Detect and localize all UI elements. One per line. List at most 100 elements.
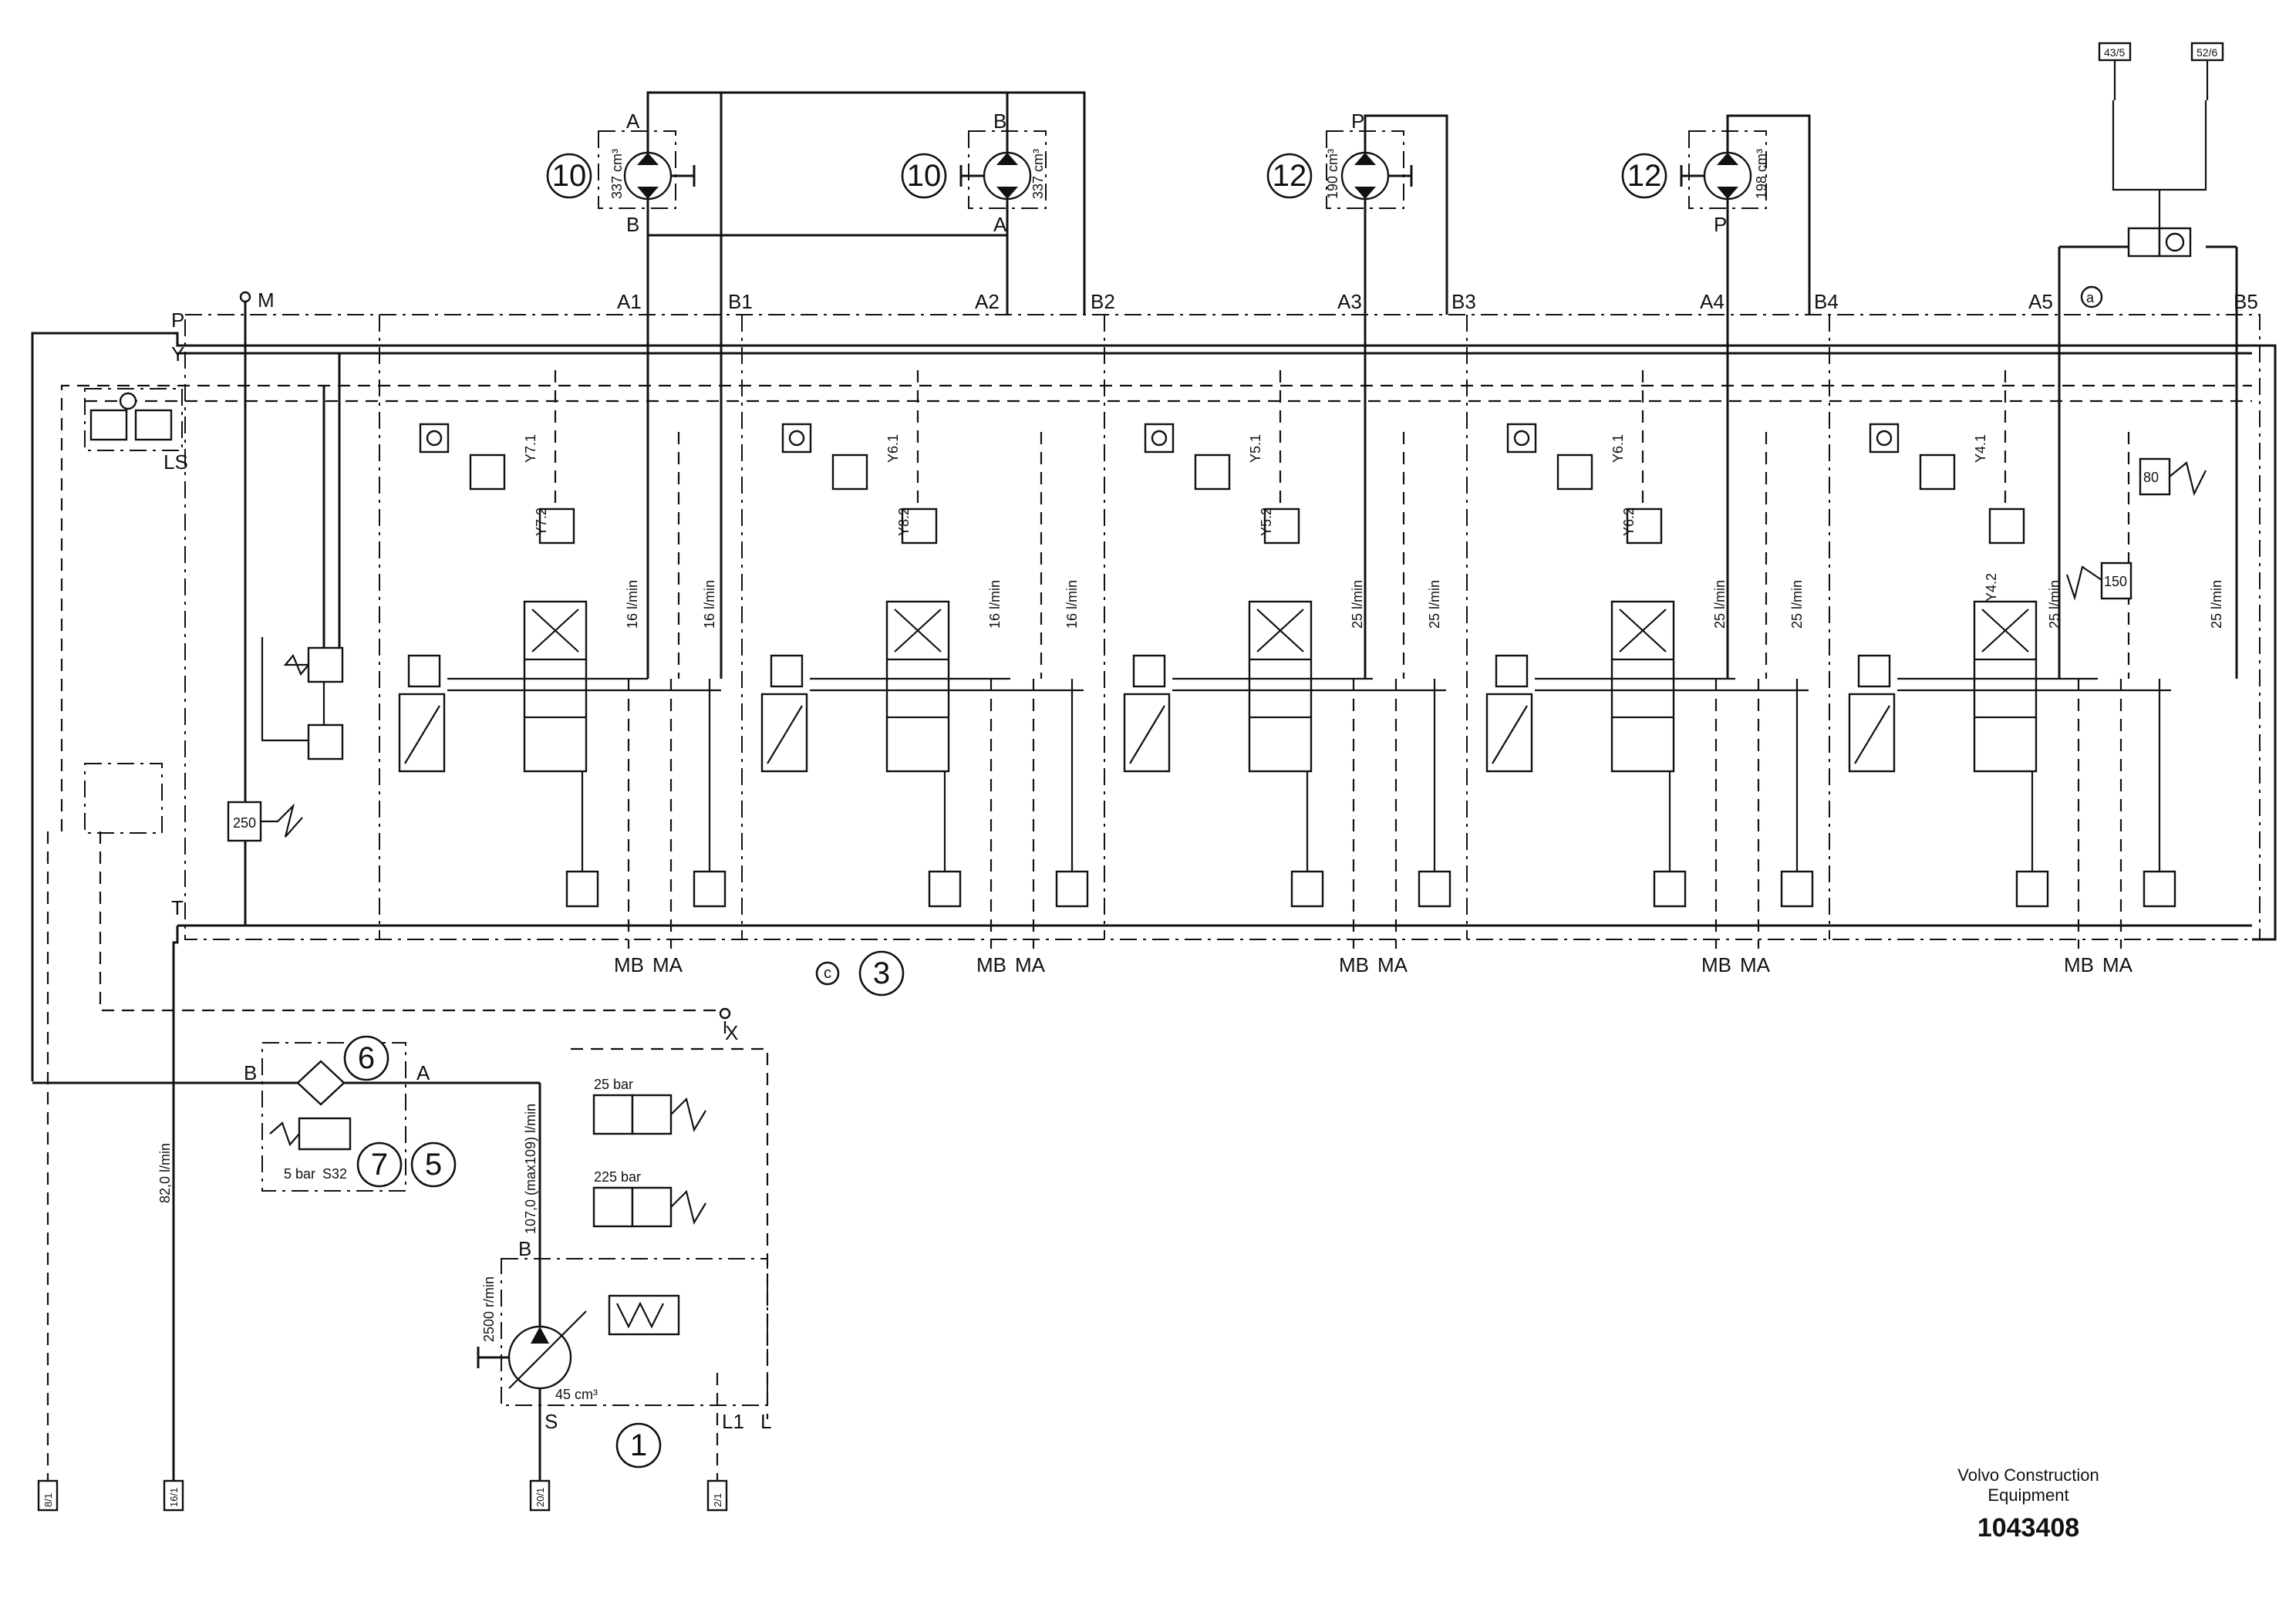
valve-tags: Y7.1 Y7.2 Y6.1 Y8.2 Y5.1 Y5.2 Y6.1 Y6.2 … [523, 434, 1999, 602]
svg-text:25 l/min: 25 l/min [1789, 580, 1805, 629]
motor-4: P 198 cm³ [1680, 130, 1769, 236]
svg-text:45 cm³: 45 cm³ [555, 1387, 598, 1402]
motor-piping [646, 91, 2238, 679]
svg-text:P: P [1714, 213, 1727, 236]
circle-a: a [2086, 290, 2095, 305]
svg-text:16 l/min: 16 l/min [702, 580, 717, 629]
svg-text:12: 12 [1627, 159, 1662, 193]
svg-text:20/1: 20/1 [534, 1488, 546, 1507]
svg-text:MA: MA [2102, 953, 2133, 976]
svg-text:A: A [993, 213, 1007, 236]
gauge-labels: MB MA MB MA MB MA MB MA MB MA [614, 953, 2133, 976]
svg-text:B: B [993, 110, 1006, 133]
svg-text:L1: L1 [722, 1410, 744, 1433]
valve-section-1 [398, 93, 727, 949]
svg-text:Y7.2: Y7.2 [534, 508, 549, 536]
svg-text:MA: MA [652, 953, 683, 976]
valve-section-2 [760, 370, 1089, 949]
svg-text:190 cm³: 190 cm³ [1325, 149, 1340, 199]
p-port-label: P [171, 309, 184, 332]
y-port-label: Y [171, 342, 184, 366]
svg-text:2/1: 2/1 [712, 1493, 723, 1507]
svg-text:Y5.2: Y5.2 [1259, 508, 1274, 536]
svg-text:5: 5 [425, 1148, 442, 1182]
svg-text:B3: B3 [1451, 290, 1476, 313]
svg-text:16 l/min: 16 l/min [625, 580, 640, 629]
svg-text:43/5: 43/5 [2104, 46, 2125, 59]
svg-text:7: 7 [371, 1148, 388, 1182]
valve-section-5 [1848, 370, 2176, 949]
svg-text:337 cm³: 337 cm³ [609, 149, 625, 199]
filter-block: B A 5 bar S32 [32, 1042, 540, 1192]
bottom-refs: 8/1 16/1 20/1 2/1 [37, 831, 728, 1512]
svg-text:MB: MB [2064, 953, 2094, 976]
svg-text:B: B [626, 213, 639, 236]
svg-text:80: 80 [2143, 470, 2159, 485]
ls-port-label: LS [164, 450, 188, 474]
svg-text:198 cm³: 198 cm³ [1754, 149, 1769, 199]
svg-text:10: 10 [552, 159, 587, 193]
svg-text:Y4.2: Y4.2 [1984, 573, 1999, 602]
svg-text:A: A [626, 110, 640, 133]
svg-text:P: P [1351, 110, 1364, 133]
svg-text:Y5.1: Y5.1 [1248, 434, 1263, 463]
svg-text:5 bar: 5 bar [284, 1166, 315, 1182]
svg-text:A3: A3 [1337, 290, 1362, 313]
manifold-frame [31, 314, 2277, 1481]
svg-text:M: M [258, 288, 275, 312]
svg-text:B: B [244, 1061, 257, 1084]
svg-text:B2: B2 [1091, 290, 1115, 313]
svg-text:337 cm³: 337 cm³ [1030, 149, 1046, 199]
svg-text:B1: B1 [728, 290, 753, 313]
ls-shuttle-block [84, 388, 183, 834]
svg-text:25 l/min: 25 l/min [1350, 580, 1365, 629]
svg-text:MA: MA [1377, 953, 1408, 976]
pump-group: X 25 bar 225 bar B 107,0 (max109) l/min … [477, 1007, 771, 1481]
svg-text:16 l/min: 16 l/min [1064, 580, 1080, 629]
svg-text:16 l/min: 16 l/min [987, 580, 1003, 629]
company-line1: Volvo Construction [1957, 1465, 2099, 1485]
valve-section-4 [1485, 370, 1814, 949]
document-number: 1043408 [1977, 1513, 2080, 1543]
section5-reliefs: 80 150 [2065, 457, 2207, 601]
svg-text:10: 10 [907, 159, 942, 193]
footer-brand: Volvo Construction Equipment 1043408 [1905, 1465, 2152, 1543]
svg-text:A4: A4 [1700, 290, 1725, 313]
svg-text:S: S [544, 1410, 558, 1433]
inlet-relief-250: 250 [227, 353, 344, 842]
svg-text:8/1: 8/1 [42, 1493, 54, 1507]
svg-text:A5: A5 [2028, 290, 2053, 313]
t-port-label: T [171, 896, 184, 919]
svg-text:82,0 l/min: 82,0 l/min [157, 1143, 173, 1203]
svg-text:107,0 (max109) l/min: 107,0 (max109) l/min [523, 1104, 538, 1234]
svg-text:52/6: 52/6 [2197, 46, 2217, 59]
svg-text:S32: S32 [322, 1166, 347, 1182]
pump-callout: 1 [615, 1422, 662, 1469]
svg-text:A: A [416, 1061, 430, 1084]
callout-3: c 3 [815, 950, 905, 996]
filter-callouts: 6 7 5 [343, 1035, 457, 1188]
top-right-shuttle: 43/5 52/6 [2098, 42, 2224, 258]
svg-text:Y6.1: Y6.1 [885, 434, 901, 463]
svg-text:Y8.2: Y8.2 [896, 508, 912, 536]
svg-text:25 l/min: 25 l/min [1712, 580, 1728, 629]
motor-1: A B 337 cm³ [598, 110, 696, 236]
svg-text:Y7.1: Y7.1 [523, 434, 538, 463]
return-line: 82,0 l/min [157, 1143, 173, 1203]
svg-text:X: X [725, 1021, 738, 1044]
svg-text:MB: MB [1701, 953, 1731, 976]
svg-text:25 l/min: 25 l/min [1427, 580, 1442, 629]
svg-text:250: 250 [233, 815, 256, 831]
svg-text:c: c [824, 965, 831, 982]
svg-text:12: 12 [1273, 159, 1307, 193]
svg-text:Y6.2: Y6.2 [1621, 508, 1637, 536]
motor-callouts: 10 10 12 12 [546, 153, 1667, 199]
svg-text:MA: MA [1015, 953, 1046, 976]
svg-text:1: 1 [630, 1428, 647, 1462]
svg-text:Y6.1: Y6.1 [1610, 434, 1626, 463]
svg-text:MB: MB [1339, 953, 1369, 976]
svg-text:25 l/min: 25 l/min [2209, 580, 2224, 629]
svg-text:B4: B4 [1814, 290, 1839, 313]
svg-text:25 bar: 25 bar [594, 1077, 633, 1092]
